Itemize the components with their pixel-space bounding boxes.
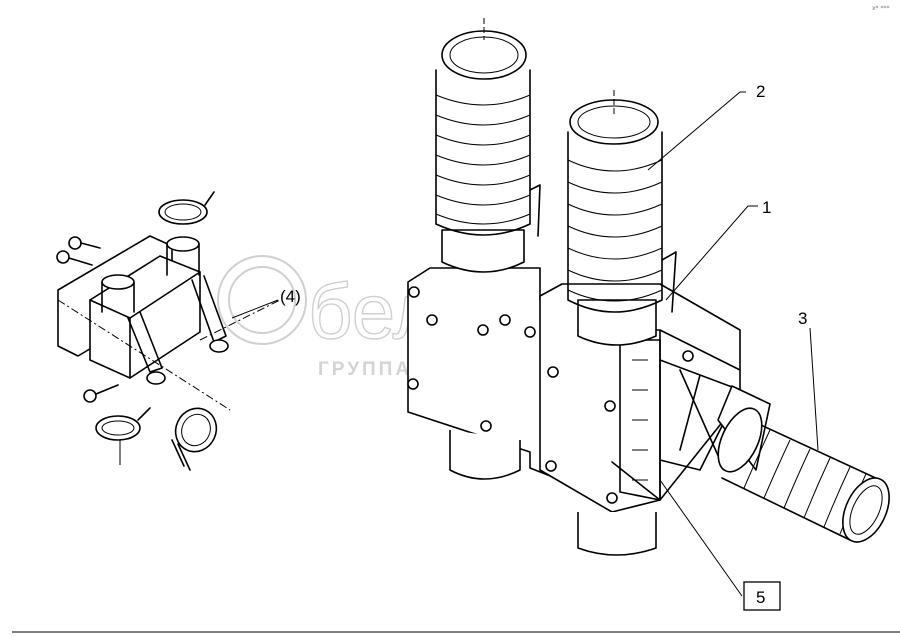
leader-1	[665, 205, 758, 301]
spout-right-end	[209, 339, 229, 353]
callout-5-box	[743, 581, 781, 611]
rear-bottom-outlet	[449, 430, 521, 480]
watermark-logo-circle	[217, 255, 307, 345]
spout-right	[191, 275, 227, 343]
callout-leaders	[231, 91, 819, 597]
valve-body-edges	[89, 271, 201, 379]
bellows-hose-side	[717, 385, 890, 543]
outlet-tube-left	[101, 281, 135, 313]
outlet-tube-right-top	[166, 236, 200, 252]
bolt-1	[68, 236, 101, 250]
outlet-tube-left-top	[101, 274, 135, 290]
front-bottom-outlet	[577, 512, 657, 556]
flange-ribs	[632, 359, 648, 481]
corner-mark: x* ***	[872, 5, 889, 12]
callout-4: (4)	[280, 287, 301, 306]
callout-2: 2	[756, 82, 765, 101]
support-bracket	[659, 359, 741, 471]
callout-3: 3	[798, 309, 807, 328]
watermark-logo-inner-circle	[228, 266, 296, 334]
screw-1	[83, 384, 119, 403]
bellows-hose-front	[567, 90, 677, 346]
bolt-2	[56, 250, 93, 266]
hose-clamp-top	[158, 191, 215, 225]
leader-2	[647, 91, 746, 171]
leader-4	[231, 299, 279, 319]
small-assembly-exploded	[56, 191, 281, 471]
outlet-tube-right	[166, 243, 200, 276]
bellows-hose-rear	[435, 18, 541, 273]
callout-1: 1	[762, 198, 771, 217]
hose-clamp-bottom-left	[95, 407, 151, 441]
spout-left	[127, 311, 163, 373]
housing-bolts	[407, 286, 694, 504]
callout-5: 5	[756, 588, 765, 607]
leader-5	[659, 479, 743, 597]
spout-left-end	[146, 371, 166, 385]
assembly-axis-lines	[57, 299, 281, 411]
hose-clamp-bottom-right	[171, 407, 218, 471]
leader-3	[809, 327, 819, 451]
main-valve-assembly	[407, 18, 890, 556]
